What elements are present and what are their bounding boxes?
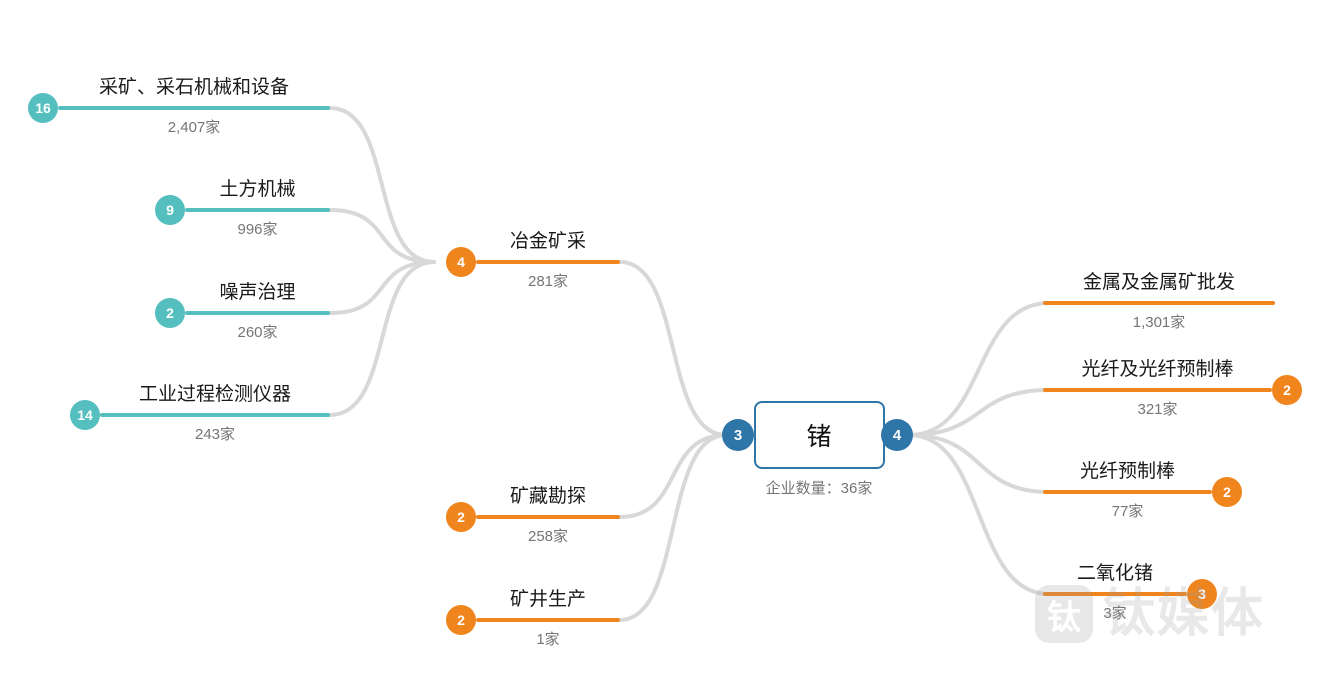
upstream-branch-node-bar — [476, 515, 620, 519]
connector-path — [328, 106, 436, 264]
upstream-branch-node-title: 矿藏勘探 — [509, 486, 587, 507]
downstream-branch-node-bar — [1043, 301, 1275, 305]
upstream-leaf-node-count: 2,407家 — [167, 119, 221, 136]
connector-path — [907, 388, 1051, 437]
downstream-branch-node-count: 321家 — [1137, 401, 1178, 418]
center-badge-out[interactable]: 4 — [881, 419, 913, 451]
upstream-leaf-node-badge[interactable]: 9 — [155, 195, 185, 225]
downstream-branch-node-badge[interactable]: 3 — [1187, 579, 1217, 609]
upstream-leaf-node-count: 260家 — [237, 324, 278, 341]
upstream-branch-node-badge[interactable]: 2 — [446, 605, 476, 635]
upstream-branch-node-title: 矿井生产 — [509, 589, 587, 610]
upstream-leaf-node-badge[interactable]: 2 — [155, 298, 185, 328]
downstream-branch-node-bar — [1043, 388, 1272, 392]
upstream-leaf-node-bar — [58, 106, 330, 110]
downstream-branch-node-title: 二氧化锗 — [1076, 563, 1154, 584]
upstream-leaf-node-count: 243家 — [194, 426, 236, 443]
upstream-branch-node-bar — [476, 260, 620, 264]
center-node[interactable]: 锗 — [754, 401, 885, 469]
upstream-branch-node-count: 281家 — [527, 273, 569, 290]
upstream-leaf-node-bar — [185, 311, 330, 315]
downstream-branch-node-count: 1,301家 — [1132, 314, 1186, 331]
upstream-branch-node-title: 冶金矿采 — [509, 231, 587, 252]
upstream-leaf-node-title: 工业过程检测仪器 — [138, 384, 292, 405]
connector-path — [907, 433, 1051, 494]
center-node-subtitle: 企业数量：36家 — [765, 480, 873, 497]
downstream-branch-node-count: 77家 — [1111, 503, 1144, 520]
upstream-leaf-node-title: 土方机械 — [219, 179, 296, 200]
downstream-branch-node-title: 光纤及光纤预制棒 — [1081, 359, 1234, 380]
downstream-branch-node-badge[interactable]: 2 — [1212, 477, 1242, 507]
upstream-leaf-node-badge[interactable]: 16 — [28, 93, 58, 123]
downstream-branch-node-title: 金属及金属矿批发 — [1082, 272, 1236, 293]
downstream-branch-node-bar — [1043, 592, 1187, 596]
upstream-branch-node-badge[interactable]: 2 — [446, 502, 476, 532]
upstream-leaf-node-bar — [100, 413, 330, 417]
upstream-branch-node-bar — [476, 618, 620, 622]
connector-path — [328, 260, 436, 417]
connector-path — [328, 208, 436, 264]
connector-path — [328, 260, 436, 315]
upstream-leaf-node-badge[interactable]: 14 — [70, 400, 100, 430]
upstream-branch-node-count: 1家 — [536, 631, 560, 648]
upstream-leaf-node-bar — [185, 208, 330, 212]
downstream-branch-node-badge[interactable]: 2 — [1272, 375, 1302, 405]
center-badge-in[interactable]: 3 — [722, 419, 754, 451]
downstream-branch-node-count: 3家 — [1103, 605, 1127, 622]
downstream-branch-node-title: 光纤预制棒 — [1079, 461, 1176, 482]
connector-path — [618, 433, 728, 519]
upstream-leaf-node-title: 噪声治理 — [219, 282, 296, 303]
upstream-leaf-node-count: 996家 — [237, 221, 278, 238]
downstream-branch-node-bar — [1043, 490, 1212, 494]
connector-path — [618, 260, 728, 437]
connector-path — [907, 301, 1051, 437]
connector-path — [618, 433, 728, 622]
connector-path — [907, 433, 1051, 596]
upstream-branch-node-badge[interactable]: 4 — [446, 247, 476, 277]
upstream-leaf-node-title: 采矿、采石机械和设备 — [98, 77, 290, 98]
upstream-branch-node-count: 258家 — [527, 528, 569, 545]
center-node-title: 锗 — [806, 423, 833, 451]
